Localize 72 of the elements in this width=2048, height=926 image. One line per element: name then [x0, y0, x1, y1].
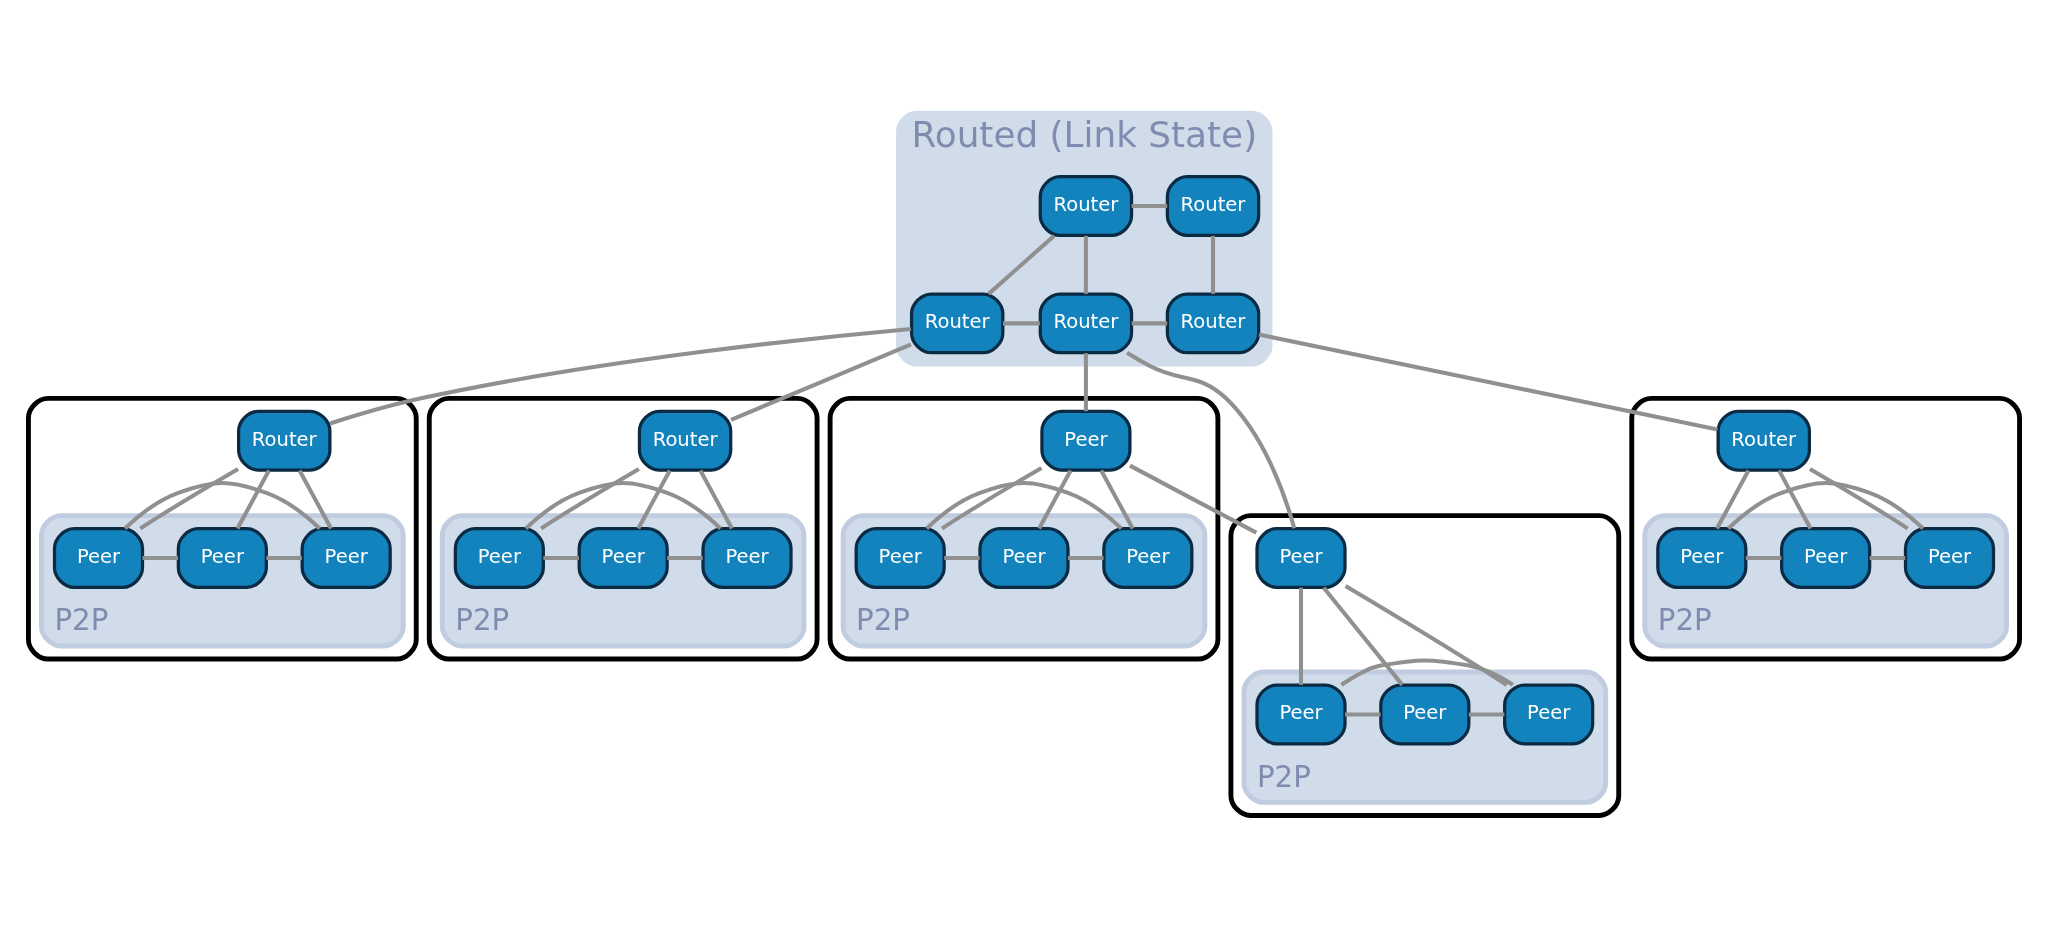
- connector: [1037, 469, 1073, 529]
- node-box: Router: [1165, 174, 1261, 237]
- node-box: Router: [237, 409, 332, 472]
- cluster: [426, 395, 820, 661]
- node-box: Router: [909, 291, 1005, 354]
- cluster: [1228, 512, 1622, 818]
- connector: [1298, 587, 1304, 685]
- node-box: Peer: [577, 526, 669, 589]
- connector: [1131, 320, 1168, 325]
- connector: [1210, 235, 1216, 294]
- connector: [1002, 320, 1040, 325]
- node-box: Peer: [1102, 526, 1194, 589]
- node-box: Peer: [701, 526, 793, 589]
- node-box: Peer: [1903, 526, 1996, 589]
- connector: [1468, 711, 1505, 716]
- cluster: [1629, 395, 2022, 661]
- node-box: Peer: [52, 526, 145, 589]
- connector: [524, 480, 722, 530]
- connector: [1344, 583, 1508, 687]
- node-box: Router: [1038, 174, 1134, 237]
- connector: [139, 466, 240, 530]
- connector: [235, 469, 271, 529]
- connector: [543, 555, 579, 560]
- connector: [266, 555, 302, 560]
- connector: [925, 480, 1123, 530]
- connector: [1083, 352, 1088, 411]
- connector: [730, 341, 912, 422]
- node-box: Peer: [978, 526, 1070, 589]
- connector: [297, 469, 333, 529]
- connector: [123, 480, 322, 530]
- connector: [1715, 469, 1751, 529]
- node-box: Peer: [1656, 526, 1748, 589]
- connector: [944, 555, 980, 560]
- node-box: Peer: [1255, 526, 1347, 589]
- connector: [1726, 480, 1925, 530]
- connector: [142, 555, 179, 560]
- node-box: Router: [637, 409, 733, 472]
- node-box: Peer: [854, 526, 946, 589]
- node-box: Router: [1038, 291, 1134, 354]
- connector: [1129, 463, 1258, 534]
- node-box: Peer: [1503, 682, 1595, 745]
- connector: [1777, 469, 1813, 529]
- connector: [667, 555, 703, 560]
- cluster: [827, 395, 1221, 661]
- connector: [1131, 203, 1168, 208]
- connector: [1258, 332, 1718, 431]
- connector: [1745, 555, 1782, 560]
- connector: [1340, 657, 1514, 686]
- connector: [940, 465, 1043, 530]
- node-box: Router: [1716, 409, 1811, 472]
- connector: [1083, 235, 1088, 294]
- connector: [540, 466, 640, 530]
- node-box: Peer: [1040, 409, 1132, 472]
- cluster: [26, 395, 419, 661]
- connector: [1869, 555, 1906, 560]
- node-box: Peer: [300, 526, 392, 589]
- connector: [987, 233, 1056, 295]
- connector: [1068, 555, 1104, 560]
- connector: [636, 469, 672, 529]
- node-box: Peer: [1379, 682, 1471, 745]
- connector: [1125, 350, 1297, 529]
- node-box: Peer: [1780, 526, 1872, 589]
- connector: [1808, 466, 1909, 530]
- connector: [329, 326, 912, 425]
- connector: [698, 469, 734, 529]
- connector: [1322, 585, 1404, 686]
- node-box: Peer: [453, 526, 545, 589]
- node-box: Router: [1165, 291, 1261, 354]
- node-box: Peer: [1255, 682, 1347, 745]
- connector: [1099, 469, 1135, 529]
- connector: [1345, 711, 1381, 716]
- node-box: Peer: [176, 526, 268, 589]
